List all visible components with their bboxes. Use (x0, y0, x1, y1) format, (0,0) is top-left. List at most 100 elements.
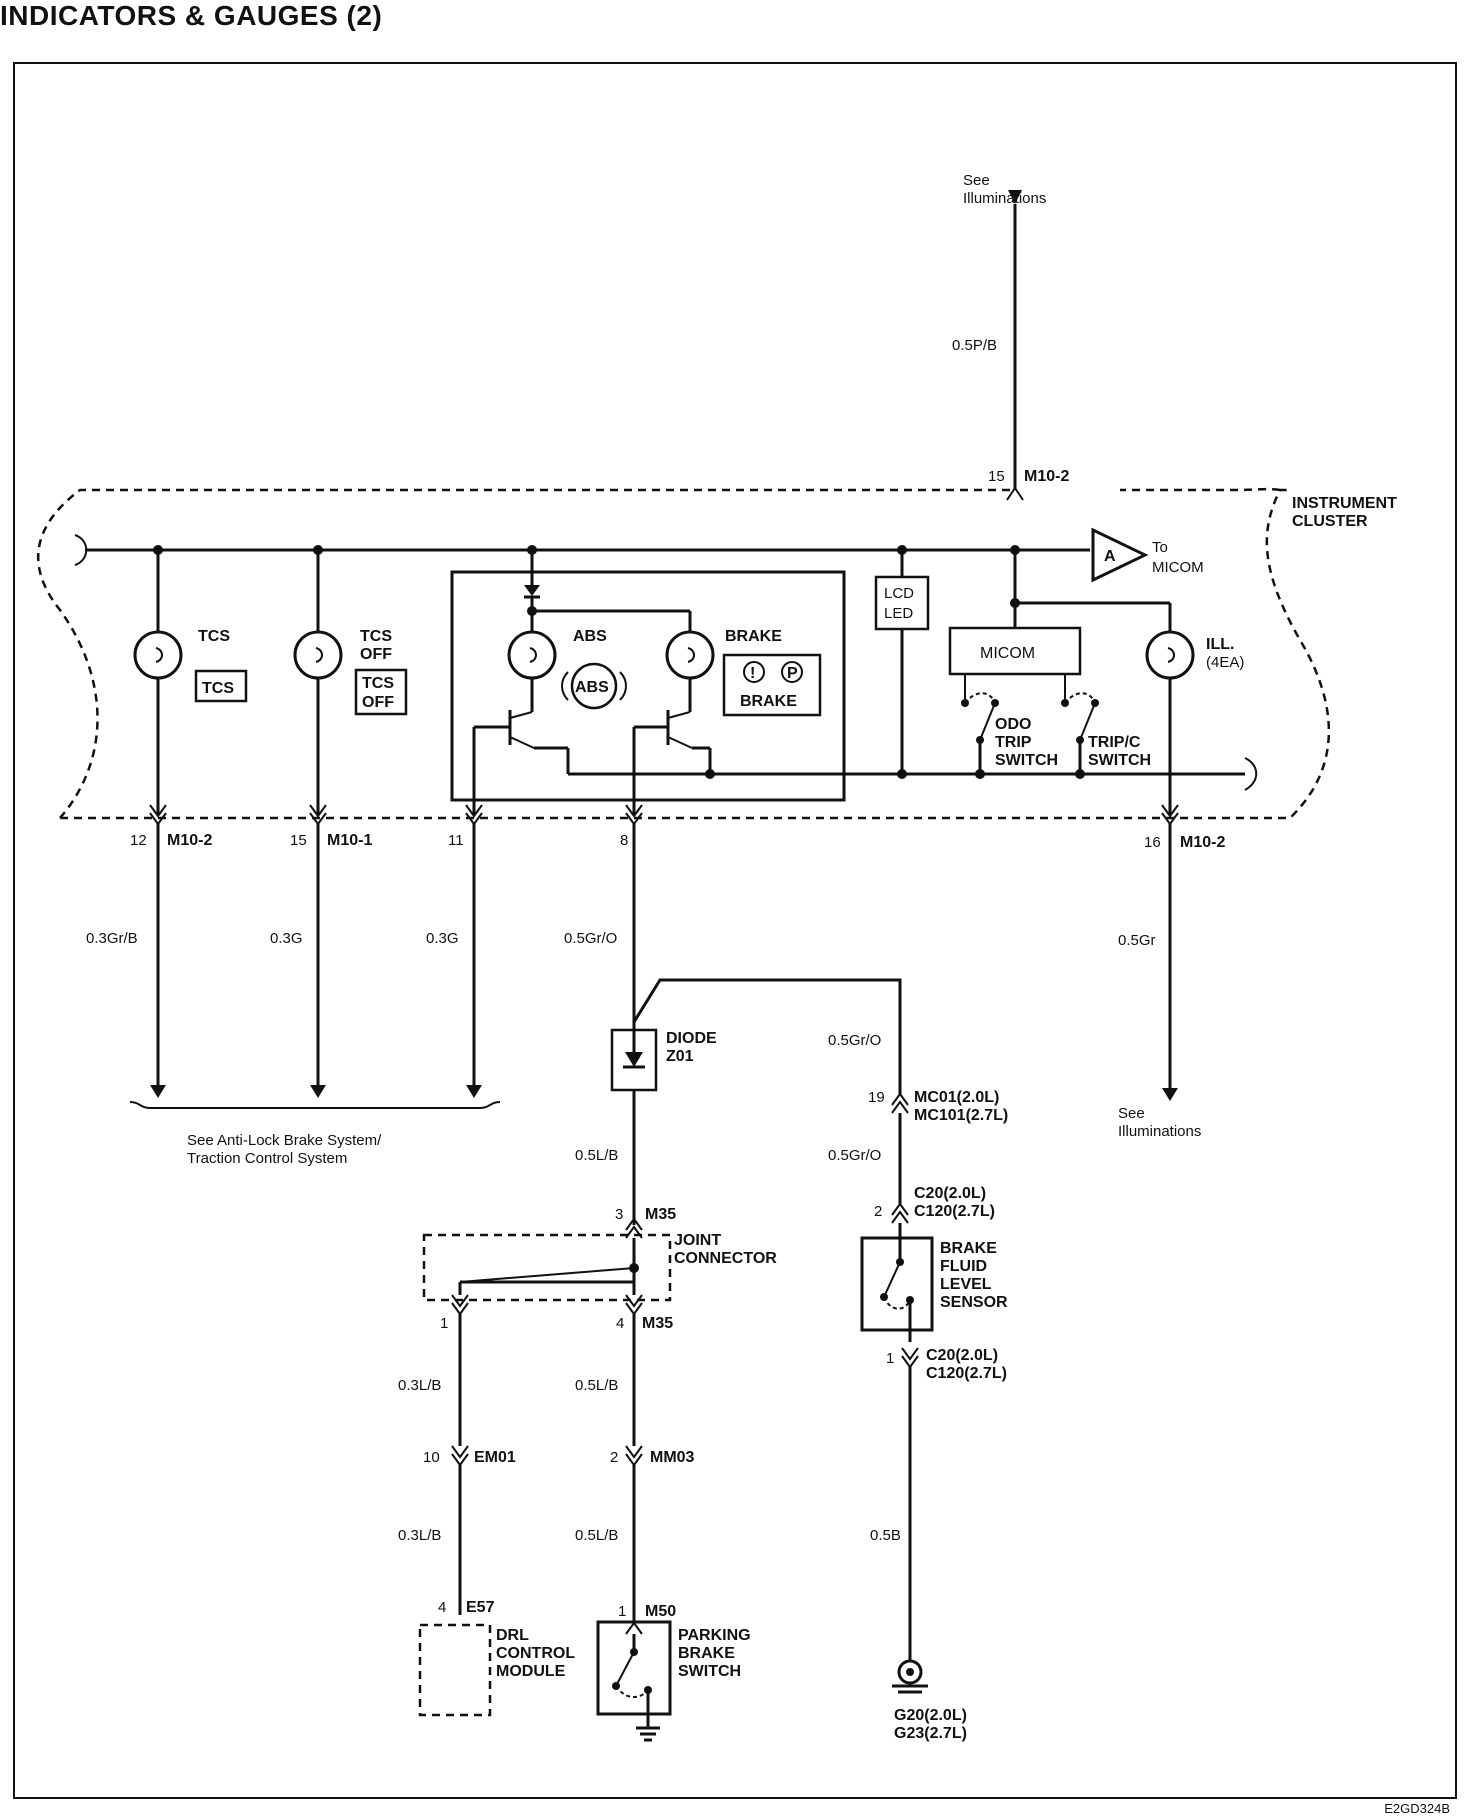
abs-brake-module-box (450, 570, 846, 802)
wire-brake: 0.5Gr/O (564, 930, 617, 947)
tcs-off-bulb-label1: TCS (360, 628, 392, 645)
wire-drl1: 0.3L/B (398, 1377, 441, 1394)
instrument-cluster-boundary (36, 487, 1331, 820)
top-conn-pin: 15 (988, 468, 1005, 485)
ground-ref-line2: G23(2.7L) (894, 1725, 967, 1742)
tcs-off-bulb-icon (293, 630, 343, 680)
fluid-line4: SENSOR (940, 1294, 1008, 1311)
wire-ill: 0.5Gr (1118, 932, 1156, 949)
c5-pin: 16 (1144, 834, 1161, 851)
wire-abs: 0.3G (426, 930, 459, 947)
c20top-pin: 2 (874, 1203, 882, 1220)
wire-drl2: 0.3L/B (398, 1527, 441, 1544)
c2-pin: 15 (290, 832, 307, 849)
abs-ref-line2: Traction Control System (187, 1150, 347, 1167)
tcs-off-symbol-icon (354, 668, 408, 716)
joint-connector-box (422, 1233, 672, 1302)
fluid-sensor-box (860, 1236, 934, 1332)
wire-ground: 0.5B (870, 1527, 901, 1544)
top-arrow-icon (1008, 190, 1022, 204)
parking-line3: SWITCH (678, 1663, 741, 1680)
tcs-bulb-label: TCS (198, 628, 230, 645)
abs-symbol-text: ABS (575, 679, 609, 696)
drl-line1: DRL (496, 1627, 529, 1644)
c1-pin: 12 (130, 832, 147, 849)
brake-symbol-text: BRAKE (740, 693, 797, 710)
bottom-connectors (149, 804, 1179, 826)
diagram-frame (13, 62, 1457, 1799)
em01-name: EM01 (474, 1449, 516, 1466)
tcs-symbol-text: TCS (202, 680, 234, 697)
c5-name: M10-2 (1180, 834, 1225, 851)
wire-fluid-top: 0.5Gr/O (828, 1032, 881, 1049)
ground-ref-line1: G20(2.0L) (894, 1707, 967, 1724)
top-wire-label: 0.5P/B (952, 337, 997, 354)
m35-right-name: M35 (642, 1315, 673, 1332)
m35-top-pin: 3 (615, 1206, 623, 1223)
c20top-line1: C20(2.0L) (914, 1185, 986, 1202)
fluid-line2: FLUID (940, 1258, 987, 1275)
wire-fluid-mid: 0.5Gr/O (828, 1147, 881, 1164)
micom-label: MICOM (980, 645, 1035, 662)
tcs-symbol-icon (194, 669, 248, 703)
parking-line1: PARKING (678, 1627, 751, 1644)
lcd-led-line2: LED (884, 605, 913, 622)
diode-line1: DIODE (666, 1030, 717, 1047)
to-micom-line2: MICOM (1152, 559, 1204, 576)
page-title: INDICATORS & GAUGES (2) (0, 0, 383, 31)
abs-ref-brace (129, 1101, 501, 1109)
mm03-pin: 2 (610, 1449, 618, 1466)
lcd-led-line1: LCD (884, 585, 914, 602)
fluid-line1: BRAKE (940, 1240, 997, 1257)
tcs-off-bulb-label2: OFF (360, 646, 392, 663)
tripc-switch-line2: SWITCH (1088, 752, 1151, 769)
mc01-line2: MC101(2.7L) (914, 1107, 1008, 1124)
odo-switch-line2: TRIP (995, 734, 1032, 751)
c1-name: M10-2 (167, 832, 212, 849)
to-micom-line1: To (1152, 539, 1168, 556)
bus-break-left (74, 534, 88, 566)
m35-right-pin: 4 (616, 1315, 624, 1332)
brake-excl-icon (743, 661, 765, 683)
parking-line2: BRAKE (678, 1645, 735, 1662)
tcs-off-symbol-text1: TCS (362, 675, 394, 692)
fluid-line3: LEVEL (940, 1276, 992, 1293)
brake-p-text: P (787, 665, 798, 682)
m50-pin: 1 (618, 1603, 626, 1620)
tcs-bulb-icon (133, 630, 183, 680)
module-diode-icon (524, 585, 540, 596)
wire-pk2: 0.5L/B (575, 1527, 618, 1544)
joint-line2: CONNECTOR (674, 1250, 777, 1267)
m50-name: M50 (645, 1603, 676, 1620)
brake-bulb-icon (665, 630, 715, 680)
wire-diode-m35: 0.5L/B (575, 1147, 618, 1164)
c4-pin: 8 (620, 832, 628, 849)
abs-ref-line1: See Anti-Lock Brake System/ (187, 1132, 382, 1149)
lcd-led-box (874, 575, 930, 631)
tripc-switch-line1: TRIP/C (1088, 734, 1141, 751)
e57-pin: 4 (438, 1599, 446, 1616)
joint-line1: JOINT (674, 1232, 721, 1249)
odo-switch-line1: ODO (995, 716, 1031, 733)
mc01-line1: MC01(2.0L) (914, 1089, 999, 1106)
c20bot-pin: 1 (886, 1350, 894, 1367)
ill-bulb-label2: (4EA) (1206, 654, 1244, 671)
brake-p-icon (781, 661, 803, 683)
drl-line3: MODULE (496, 1663, 566, 1680)
diode-line2: Z01 (666, 1048, 694, 1065)
brake-symbol-box (722, 653, 822, 717)
c20top-line2: C120(2.7L) (914, 1203, 995, 1220)
wire-pk1: 0.5L/B (575, 1377, 618, 1394)
drl-module-box (418, 1623, 492, 1717)
brake-bulb-label: BRAKE (725, 628, 782, 645)
wire-tcsoff: 0.3G (270, 930, 303, 947)
wire-tcs: 0.3Gr/B (86, 930, 138, 947)
abs-bulb-icon (507, 630, 557, 680)
ill-ref-line1: See (1118, 1105, 1145, 1122)
cluster-label-line2: CLUSTER (1292, 513, 1368, 530)
tcs-off-symbol-text2: OFF (362, 694, 394, 711)
ill-ref-line2: Illuminations (1118, 1123, 1201, 1140)
mm03-name: MM03 (650, 1449, 695, 1466)
c20bot-line1: C20(2.0L) (926, 1347, 998, 1364)
to-micom-triangle-icon (1091, 527, 1149, 583)
